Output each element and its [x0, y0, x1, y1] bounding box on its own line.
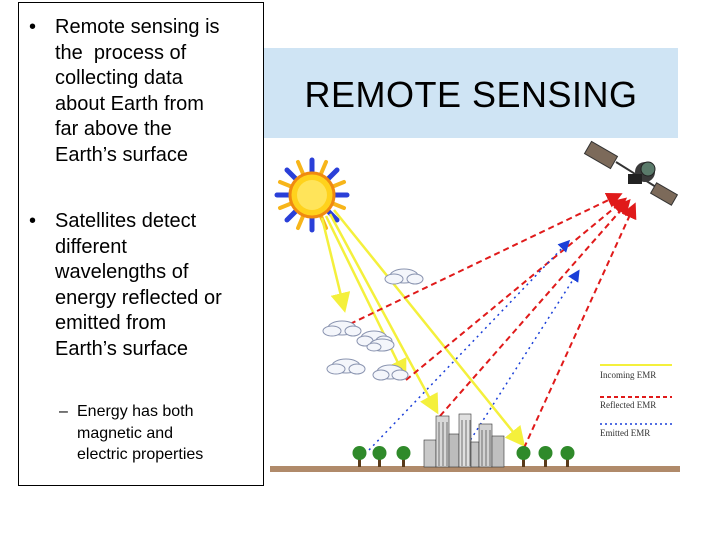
- cloud-icon: [366, 338, 395, 352]
- bullet-line: about Earth from: [55, 92, 204, 115]
- bullet-text: Remote sensing is the process of collect…: [55, 15, 259, 168]
- cloud-icon: [384, 268, 424, 285]
- bullet-line: the process of: [55, 41, 187, 64]
- bullet-line: Earth’s surface: [55, 337, 189, 360]
- title-band: REMOTE SENSING: [264, 48, 678, 138]
- bullet-satellites: • Satellites detect different wavelength…: [29, 209, 259, 362]
- bullet-marker: •: [29, 210, 37, 232]
- reflected-emr-arrows: [349, 192, 637, 449]
- bullet-text: Satellites detect different wavelengths …: [55, 209, 259, 362]
- bullet-line: Remote sensing is: [55, 16, 220, 38]
- tree-icon: [560, 446, 575, 467]
- incoming-emr-arrows: [320, 209, 526, 447]
- bullet-line: emitted from: [55, 312, 167, 334]
- sub-bullet-text: Energy has both magnetic and electric pr…: [77, 401, 259, 466]
- tree-icons: [352, 446, 575, 467]
- tree-icon: [396, 446, 411, 467]
- bullet-line: different: [55, 235, 127, 258]
- sub-bullet-energy: – Energy has both magnetic and electric …: [59, 401, 259, 466]
- sub-bullet-line: electric properties: [77, 446, 204, 463]
- city-buildings-icon: [423, 413, 505, 468]
- bullet-remote-sensing: • Remote sensing is the process of colle…: [29, 15, 259, 168]
- tree-icon: [352, 446, 367, 467]
- cloud-icon: [326, 358, 366, 375]
- bullet-marker: •: [29, 16, 37, 38]
- bullet-line: Earth’s surface: [55, 143, 189, 166]
- page-title: REMOTE SENSING: [304, 74, 638, 115]
- legend-reflected-label: Reflected EMR: [600, 400, 656, 410]
- legend: Incoming EMR Reflected EMR Emitted EMR: [600, 364, 672, 438]
- ground-strip: [270, 466, 680, 472]
- bullet-line: wavelengths of: [55, 261, 189, 283]
- sub-bullet-marker: –: [59, 403, 68, 420]
- cloud-icon: [372, 364, 409, 381]
- cloud-icon: [322, 320, 362, 337]
- legend-emitted-label: Emitted EMR: [600, 428, 650, 438]
- bullet-line: Satellites detect: [55, 210, 197, 232]
- legend-incoming-label: Incoming EMR: [600, 370, 656, 380]
- bullet-line: collecting data: [55, 67, 183, 89]
- sun-icon: [274, 157, 350, 233]
- text-panel: • Remote sensing is the process of colle…: [18, 2, 264, 486]
- tree-icon: [516, 446, 531, 467]
- sub-bullet-line: Energy has both: [77, 403, 194, 420]
- bullet-line: energy reflected or: [55, 286, 222, 309]
- tree-icon: [372, 446, 387, 467]
- bullet-line: far above the: [55, 118, 172, 140]
- remote-sensing-diagram: Incoming EMR Reflected EMR Emitted EMR: [270, 140, 680, 472]
- tree-icon: [538, 446, 553, 467]
- satellite-icon: [583, 140, 679, 206]
- cloud-icons: [322, 268, 424, 381]
- sub-bullet-line: magnetic and: [77, 424, 174, 442]
